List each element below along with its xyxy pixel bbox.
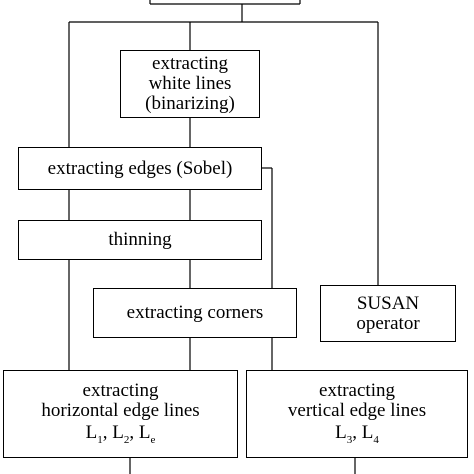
susan-line-1: SUSAN	[356, 292, 420, 314]
horizontal-line-2: horizontal edge lines	[41, 400, 200, 422]
math-subscript: e	[150, 434, 156, 447]
vertical-lines-box: extracting vertical edge lines L3, L4	[246, 370, 468, 458]
vertical-math: L3, L4	[335, 422, 379, 447]
sobel-box: extracting edges (Sobel)	[18, 147, 262, 190]
horizontal-math: L1, L2, Le	[85, 422, 156, 447]
binarize-box: extracting white lines (binarizing)	[120, 50, 260, 118]
math-subscript: 1	[97, 434, 103, 447]
vertical-line-2: vertical edge lines	[287, 400, 427, 422]
corners-label: extracting corners	[126, 302, 264, 324]
thinning-label: thinning	[108, 229, 172, 251]
sobel-label: extracting edges (Sobel)	[47, 157, 233, 179]
vertical-line-1: extracting	[319, 380, 395, 402]
math-subscript: 2	[123, 434, 130, 447]
math-symbol: L	[335, 422, 347, 444]
horizontal-line-1: extracting	[82, 380, 159, 402]
math-symbol: L	[112, 422, 124, 444]
susan-line-2: operator	[356, 312, 420, 334]
math-symbol: L	[361, 422, 374, 444]
binarize-line-2: white lines	[148, 73, 232, 95]
thinning-box: thinning	[18, 220, 262, 260]
binarize-line-3: (binarizing)	[145, 92, 235, 114]
horizontal-lines-box: extracting horizontal edge lines L1, L2,…	[3, 370, 238, 458]
math-subscript: 3	[346, 434, 353, 447]
math-subscript: 4	[373, 434, 379, 447]
binarize-line-1: extracting	[152, 53, 228, 75]
math-symbol: L	[138, 422, 151, 444]
susan-box: SUSAN operator	[320, 285, 456, 342]
math-symbol: L	[85, 422, 98, 444]
corners-box: extracting corners	[93, 288, 297, 338]
